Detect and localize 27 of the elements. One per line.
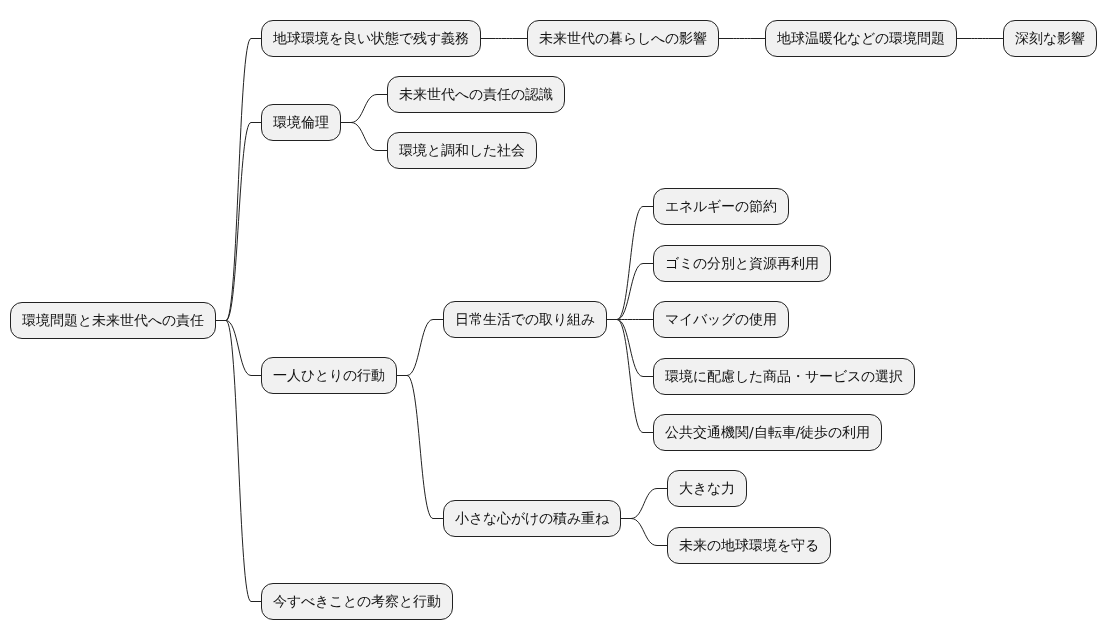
topic-box: 大きな力 (667, 470, 747, 507)
topic-box: 小さな心がけの積み重ね (443, 500, 621, 537)
topic-box: 地球温暖化などの環境問題 (765, 20, 957, 57)
topic-box: 未来世代の暮らしへの影響 (527, 20, 719, 57)
topic-box: 一人ひとりの行動 (261, 357, 397, 394)
topic-box: 公共交通機関/自転車/徒歩の利用 (653, 414, 883, 451)
connector-line (480, 38, 528, 39)
topic-box: 日常生活での取り組み (443, 301, 607, 338)
topic-box: 未来の地球環境を守る (667, 527, 831, 564)
connector-line (718, 38, 766, 39)
connector-line (606, 319, 654, 433)
topic-box: 深刻な影響 (1003, 20, 1097, 57)
connector-line (956, 38, 1004, 39)
topic-box: 環境と調和した社会 (387, 132, 537, 169)
topic-box: ゴミの分別と資源再利用 (653, 245, 831, 282)
topic-box: 未来世代への責任の認識 (387, 76, 565, 113)
connector-line (215, 320, 262, 602)
topic-box: エネルギーの節約 (653, 188, 789, 225)
connector-line (396, 375, 444, 519)
topic-box: 環境倫理 (261, 104, 341, 141)
central-topic-box: 環境問題と未来世代への責任 (10, 302, 216, 339)
topic-box: 今すべきことの考察と行動 (261, 583, 453, 620)
topic-box: マイバッグの使用 (653, 301, 789, 338)
connector-line (620, 518, 668, 546)
connector-line (340, 122, 388, 151)
topic-box: 地球環境を良い状態で残す義務 (261, 20, 481, 57)
topic-box: 環境に配慮した商品・サービスの選択 (653, 358, 915, 395)
